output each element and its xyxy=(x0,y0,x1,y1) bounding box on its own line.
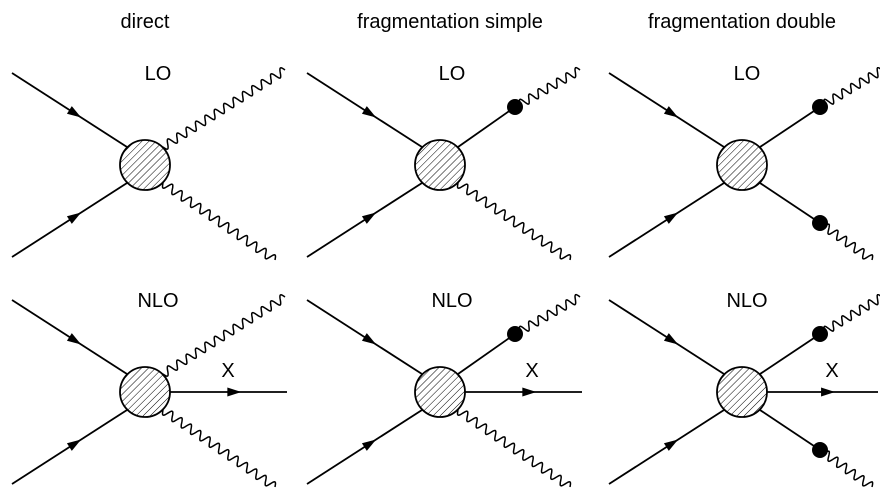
incoming-lower-nlo-double-arrow-icon xyxy=(663,439,679,451)
column-title-direct: direct xyxy=(121,11,170,33)
photon-lower-lo-direct xyxy=(161,182,277,261)
hatched-vertex-blob-lo-direct xyxy=(119,139,171,191)
order-label-nlo-direct: NLO xyxy=(137,290,178,312)
quark-upper-nlo-double xyxy=(759,333,821,375)
column-title-fragmentation-double: fragmentation double xyxy=(648,11,836,33)
incoming-lower-lo-simple-arrow-icon xyxy=(361,212,377,224)
incoming-upper-nlo-double-arrow-icon xyxy=(663,333,679,345)
photon-lower-lo-double xyxy=(818,222,874,261)
quark-upper-lo-simple xyxy=(457,106,516,148)
hatched-vertex-blob-nlo-direct xyxy=(119,366,171,418)
quark-lower-lo-double xyxy=(759,182,821,224)
x-label-double: X xyxy=(825,360,838,382)
x-line-nlo-double-arrow-icon xyxy=(821,387,836,397)
photon-upper-lo-direct xyxy=(162,67,286,150)
quark-upper-lo-double xyxy=(759,106,821,148)
incoming-upper-lo-direct-arrow-icon xyxy=(66,106,82,118)
quark-lower-nlo-double xyxy=(759,409,821,451)
order-label-lo-simple: LO xyxy=(439,63,466,85)
incoming-upper-nlo-simple-arrow-icon xyxy=(361,333,377,345)
photon-lower-lo-simple xyxy=(456,182,572,261)
incoming-upper-nlo-direct-arrow-icon xyxy=(66,333,82,345)
fragmentation-dot-upper-lo-double xyxy=(812,99,828,115)
fragmentation-dot-upper-nlo-double xyxy=(812,326,828,342)
incoming-lower-nlo-simple-arrow-icon xyxy=(361,439,377,451)
fragmentation-dot-upper-nlo-simple xyxy=(507,326,523,342)
order-label-lo-direct: LO xyxy=(145,63,172,85)
photon-upper-nlo-simple xyxy=(514,293,581,338)
order-label-nlo-simple: NLO xyxy=(431,290,472,312)
photon-upper-lo-simple xyxy=(514,66,581,111)
photon-upper-nlo-double xyxy=(819,293,880,338)
fragmentation-dot-upper-lo-simple xyxy=(507,99,523,115)
photon-upper-nlo-direct xyxy=(162,294,286,377)
incoming-upper-lo-double-arrow-icon xyxy=(663,106,679,118)
order-label-lo-double: LO xyxy=(734,63,761,85)
x-label-direct: X xyxy=(221,360,234,382)
photon-lower-nlo-simple xyxy=(456,409,572,488)
diagrams-layer xyxy=(11,66,880,488)
photon-lower-nlo-direct xyxy=(161,409,277,488)
incoming-lower-nlo-direct-arrow-icon xyxy=(66,439,82,451)
incoming-upper-lo-simple-arrow-icon xyxy=(361,106,377,118)
hatched-vertex-blob-lo-double xyxy=(716,139,768,191)
x-label-simple: X xyxy=(525,360,538,382)
quark-upper-nlo-simple xyxy=(457,333,516,375)
hatched-vertex-blob-nlo-simple xyxy=(414,366,466,418)
fragmentation-dot-lower-nlo-double xyxy=(812,442,828,458)
x-line-nlo-simple-arrow-icon xyxy=(522,387,537,397)
incoming-lower-lo-direct-arrow-icon xyxy=(66,212,82,224)
photon-lower-nlo-double xyxy=(818,449,874,488)
photon-upper-lo-double xyxy=(819,66,880,111)
order-label-nlo-double: NLO xyxy=(726,290,767,312)
column-title-fragmentation-simple: fragmentation simple xyxy=(357,11,543,33)
x-line-nlo-direct-arrow-icon xyxy=(227,387,242,397)
hatched-vertex-blob-lo-simple xyxy=(414,139,466,191)
fragmentation-dot-lower-lo-double xyxy=(812,215,828,231)
hatched-vertex-blob-nlo-double xyxy=(716,366,768,418)
incoming-lower-lo-double-arrow-icon xyxy=(663,212,679,224)
